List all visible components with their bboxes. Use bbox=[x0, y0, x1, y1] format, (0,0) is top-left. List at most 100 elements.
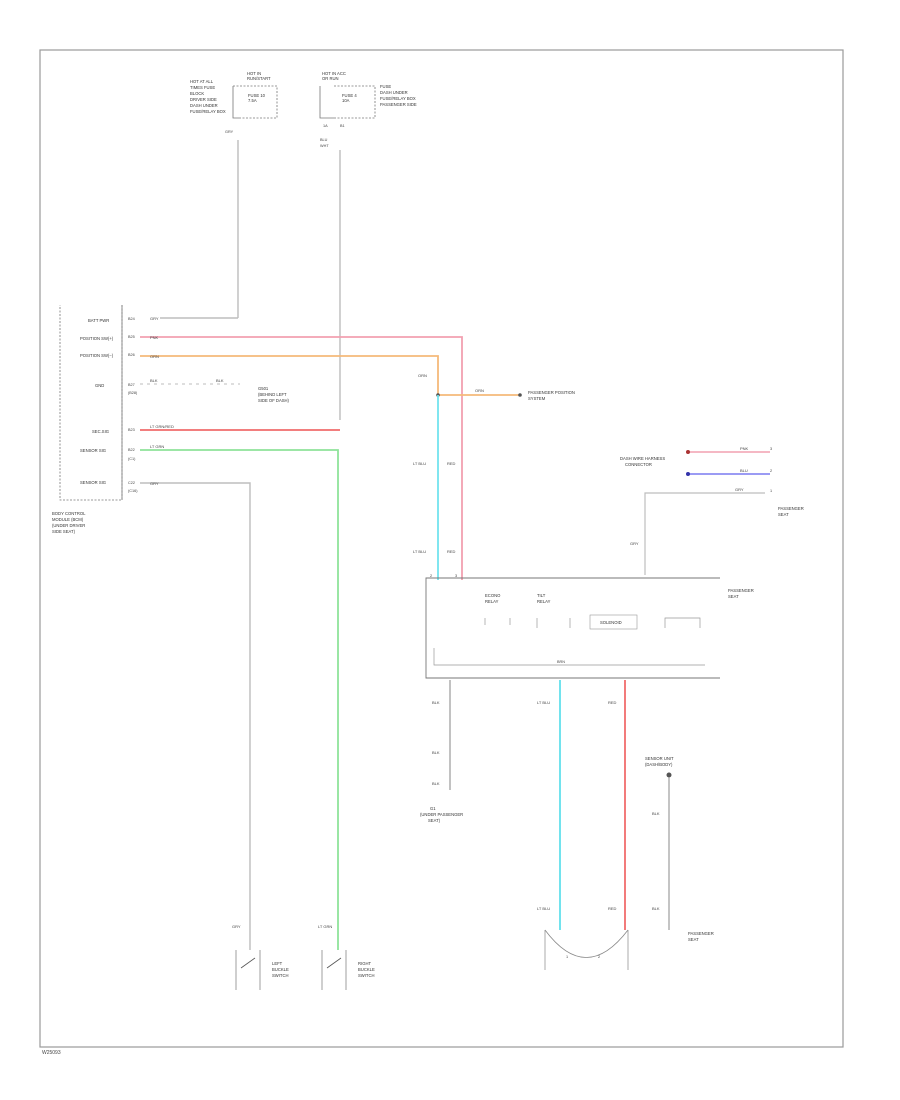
right-connector-group: PNK BLU 3 2 1 DASH WIRE HARNESS CONNECTO… bbox=[620, 446, 804, 575]
svg-text:1A: 1A bbox=[323, 124, 328, 128]
svg-text:SEAT: SEAT bbox=[778, 512, 789, 517]
svg-text:SEAT: SEAT bbox=[728, 594, 739, 599]
svg-text:2: 2 bbox=[430, 574, 432, 578]
svg-text:LT GRN/RED: LT GRN/RED bbox=[150, 424, 174, 429]
svg-text:10A: 10A bbox=[342, 98, 350, 103]
svg-text:GRY: GRY bbox=[630, 541, 639, 546]
svg-text:ORN: ORN bbox=[475, 388, 484, 393]
svg-text:SWITCH: SWITCH bbox=[272, 973, 289, 978]
svg-text:B26: B26 bbox=[128, 353, 135, 357]
svg-text:GND: GND bbox=[95, 383, 104, 388]
svg-text:PASSENGER: PASSENGER bbox=[778, 506, 804, 511]
svg-text:BLOCK: BLOCK bbox=[190, 91, 204, 96]
svg-text:HOT IN ACC: HOT IN ACC bbox=[322, 71, 346, 76]
diagram-reference-code: W25093 bbox=[42, 1050, 61, 1056]
svg-text:SOLENOID: SOLENOID bbox=[600, 620, 622, 625]
svg-text:ORN: ORN bbox=[150, 354, 159, 359]
svg-text:BLK: BLK bbox=[150, 378, 158, 383]
svg-text:SEAT): SEAT) bbox=[428, 818, 441, 823]
svg-text:RIGHT: RIGHT bbox=[358, 961, 371, 966]
buckle-switch-right: LT GRN RIGHT BUCKLE SWITCH bbox=[318, 924, 375, 990]
wire-gray-sensor-sig-2 bbox=[140, 482, 251, 950]
svg-text:BLK: BLK bbox=[432, 781, 440, 786]
svg-text:ECONO: ECONO bbox=[485, 593, 501, 598]
svg-text:BLU: BLU bbox=[740, 468, 748, 473]
svg-text:PNK: PNK bbox=[740, 446, 749, 451]
svg-text:SENSOR UNIT: SENSOR UNIT bbox=[645, 756, 674, 761]
svg-text:LT BLU: LT BLU bbox=[413, 549, 426, 554]
svg-text:OR RUN: OR RUN bbox=[322, 76, 339, 81]
svg-text:TILT: TILT bbox=[537, 593, 546, 598]
wire-green-sensor-sig bbox=[140, 449, 339, 950]
svg-text:BLK: BLK bbox=[432, 700, 440, 705]
svg-text:SYSTEM: SYSTEM bbox=[528, 396, 546, 401]
svg-text:MODULE (BCM): MODULE (BCM) bbox=[52, 517, 84, 522]
svg-text:POSITION SW(+): POSITION SW(+) bbox=[80, 336, 114, 341]
svg-text:(DASH/BODY): (DASH/BODY) bbox=[645, 762, 673, 767]
svg-text:(C1): (C1) bbox=[128, 457, 136, 461]
svg-text:SENSOR SIG: SENSOR SIG bbox=[80, 480, 106, 485]
svg-text:3: 3 bbox=[455, 574, 457, 578]
svg-text:(UNDER DRIVER: (UNDER DRIVER bbox=[52, 523, 85, 528]
svg-text:B27: B27 bbox=[128, 383, 135, 387]
svg-text:RED: RED bbox=[447, 549, 456, 554]
svg-text:PNK: PNK bbox=[150, 335, 159, 340]
diagram-frame bbox=[39, 49, 844, 1048]
svg-text:FUSE 4: FUSE 4 bbox=[342, 93, 357, 98]
svg-text:3: 3 bbox=[770, 447, 772, 451]
svg-text:LT BLU: LT BLU bbox=[537, 700, 550, 705]
svg-text:RELAY: RELAY bbox=[537, 599, 551, 604]
svg-text:FUSE/RELAY BOX: FUSE/RELAY BOX bbox=[380, 96, 416, 101]
svg-text:BODY CONTROL: BODY CONTROL bbox=[52, 511, 86, 516]
seat-position-switch: 1 2 bbox=[544, 929, 629, 970]
svg-text:PASSENGER SIDE: PASSENGER SIDE bbox=[380, 102, 417, 107]
svg-text:GRY: GRY bbox=[735, 487, 744, 492]
svg-text:TIMES FUSE: TIMES FUSE bbox=[190, 85, 215, 90]
svg-text:BLU: BLU bbox=[320, 138, 328, 142]
svg-text:B22: B22 bbox=[128, 448, 135, 452]
svg-text:RELAY: RELAY bbox=[485, 599, 499, 604]
svg-text:WHT: WHT bbox=[320, 144, 329, 148]
airbag-cutoff-module: ECONO RELAY TILT RELAY SOLENOID BRN PASS… bbox=[425, 574, 754, 679]
svg-text:GRY: GRY bbox=[232, 924, 241, 929]
svg-text:7.5A: 7.5A bbox=[248, 98, 257, 103]
svg-text:B25: B25 bbox=[128, 335, 135, 339]
svg-text:(B28): (B28) bbox=[128, 391, 138, 395]
svg-text:C22: C22 bbox=[128, 481, 135, 485]
svg-text:BLK: BLK bbox=[652, 811, 660, 816]
seat-belt-sensor: SENSOR UNIT (DASH/BODY) BLK BLK PASSENGE… bbox=[645, 756, 714, 942]
svg-text:POSITION SW(−): POSITION SW(−) bbox=[80, 353, 114, 358]
svg-text:2: 2 bbox=[770, 469, 772, 473]
svg-text:RED: RED bbox=[608, 906, 617, 911]
svg-text:GRY: GRY bbox=[150, 481, 159, 486]
body-control-module: BATT PWR POSITION SW(+) POSITION SW(−) G… bbox=[52, 305, 138, 534]
svg-text:RED: RED bbox=[608, 700, 617, 705]
svg-text:G1: G1 bbox=[430, 806, 436, 811]
svg-text:HOT IN: HOT IN bbox=[247, 71, 261, 76]
svg-text:BLK: BLK bbox=[432, 750, 440, 755]
wire-pink-position-plus bbox=[140, 336, 463, 580]
svg-text:FUSE 10: FUSE 10 bbox=[248, 93, 266, 98]
buckle-switch-left: GRY LEFT BUCKLE SWITCH bbox=[232, 924, 289, 990]
svg-text:1: 1 bbox=[770, 489, 772, 493]
svg-text:RED: RED bbox=[447, 461, 456, 466]
svg-text:FUSE: FUSE bbox=[380, 84, 391, 89]
svg-text:DASH WIRE HARNESS: DASH WIRE HARNESS bbox=[620, 456, 665, 461]
svg-text:PASSENGER: PASSENGER bbox=[688, 931, 714, 936]
svg-text:B23: B23 bbox=[128, 428, 135, 432]
svg-text:RUN/START: RUN/START bbox=[247, 76, 271, 81]
svg-text:DASH UNDER: DASH UNDER bbox=[380, 90, 408, 95]
svg-text:GRY: GRY bbox=[225, 130, 234, 134]
svg-text:SEAT: SEAT bbox=[688, 937, 699, 942]
svg-text:B24: B24 bbox=[128, 317, 135, 321]
svg-text:DASH UNDER: DASH UNDER bbox=[190, 103, 218, 108]
svg-text:LT BLU: LT BLU bbox=[413, 461, 426, 466]
svg-text:SIDE SEAT): SIDE SEAT) bbox=[52, 529, 76, 534]
svg-text:PASSENGER POSITION: PASSENGER POSITION bbox=[528, 390, 575, 395]
svg-text:DRIVER SIDE: DRIVER SIDE bbox=[190, 97, 217, 102]
svg-text:BATT PWR: BATT PWR bbox=[88, 318, 109, 323]
svg-text:BRN: BRN bbox=[557, 660, 565, 664]
svg-text:BLK: BLK bbox=[652, 906, 660, 911]
svg-text:BUCKLE: BUCKLE bbox=[272, 967, 289, 972]
svg-text:PASSENGER: PASSENGER bbox=[728, 588, 754, 593]
